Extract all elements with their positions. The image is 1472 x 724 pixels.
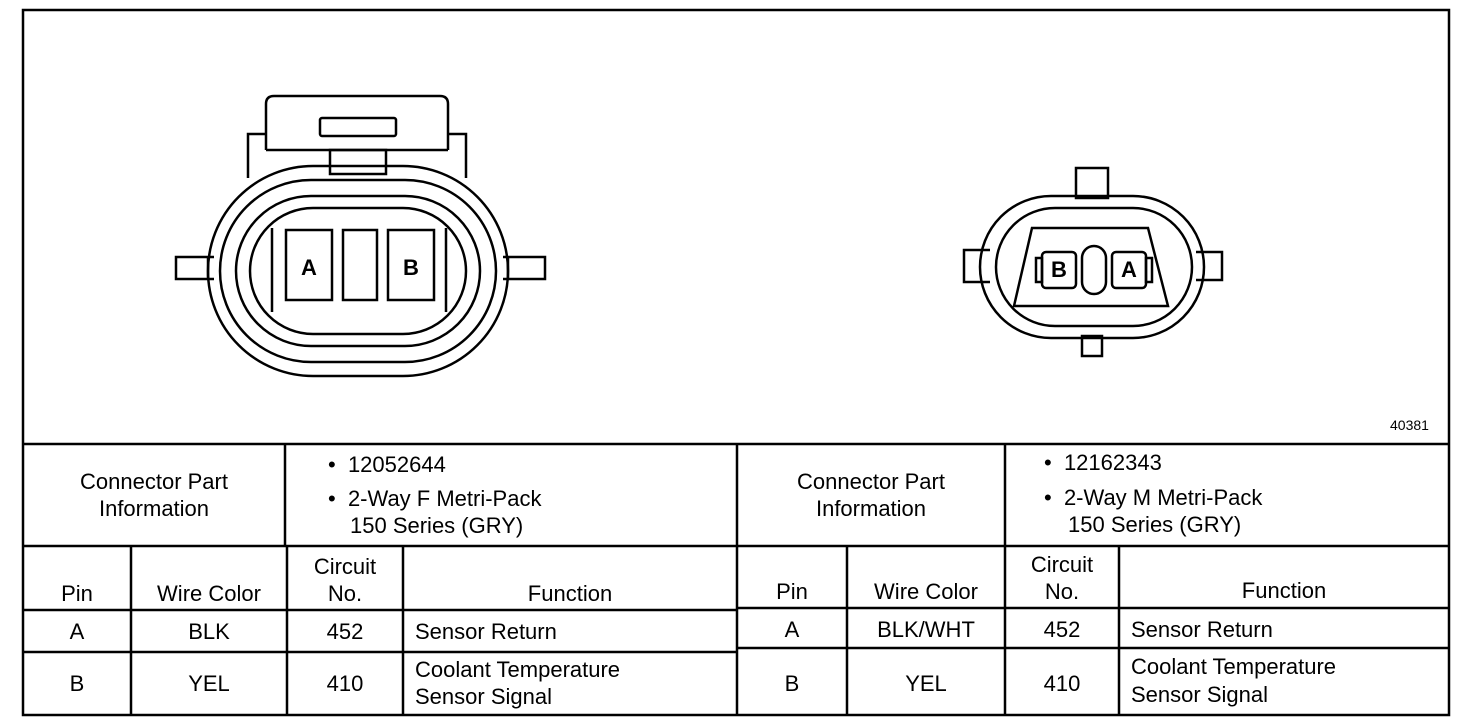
- left-connector-drawing: [174, 94, 547, 378]
- left-header-function: Function: [527, 581, 613, 606]
- left-latch-slot: [318, 116, 398, 138]
- left-ear-right: [503, 255, 547, 281]
- right-pin-label-b: B: [1051, 257, 1067, 282]
- right-row-b-function-line1: Coolant Temperature: [1131, 654, 1337, 679]
- right-part-info-label-line1: Connector Part: [797, 469, 945, 494]
- left-row-b-circuit: 410: [326, 671, 364, 696]
- left-housing-outer: [206, 164, 510, 378]
- left-description: • 2-Way F Metri-Pack: [328, 486, 542, 511]
- right-description: • 2-Way M Metri-Pack: [1044, 485, 1263, 510]
- right-header-wire-color: Wire Color: [874, 579, 978, 604]
- left-terminal-cavity-b: [386, 228, 436, 302]
- left-description-line1: 2-Way F Metri-Pack: [347, 486, 542, 511]
- left-part-info-label-line1: Connector Part: [80, 469, 228, 494]
- right-row-b-function-line2: Sensor Signal: [1131, 682, 1268, 707]
- left-pin-label-b: B: [403, 255, 419, 280]
- left-latch-tab: [328, 148, 388, 176]
- left-header-pin: Pin: [61, 581, 93, 606]
- left-row-a-circuit: 452: [326, 619, 364, 644]
- left-housing-ring-3: [234, 194, 482, 348]
- right-housing-outer: [978, 194, 1206, 340]
- left-part-info-label-line2: Information: [98, 496, 210, 521]
- left-row-a-function: Sensor Return: [415, 619, 557, 644]
- right-ear-left: [962, 248, 990, 284]
- left-row-b-function-line1: Coolant Temperature: [415, 657, 621, 682]
- left-part-number-text: 12052644: [347, 452, 446, 477]
- left-row-a-pin: A: [69, 619, 85, 644]
- left-terminal-cavity-mid: [341, 228, 379, 302]
- right-row-a-wire-color: BLK/WHT: [877, 617, 975, 642]
- left-housing-ring-2: [218, 178, 498, 364]
- right-row-b-wire-color: YEL: [905, 671, 947, 696]
- right-description-line1: 2-Way M Metri-Pack: [1063, 485, 1263, 510]
- right-row-b-pin: B: [784, 671, 800, 696]
- right-part-number-text: 12162343: [1063, 450, 1162, 475]
- left-description-line2: 150 Series (GRY): [350, 513, 524, 538]
- right-ear-right: [1196, 250, 1224, 282]
- left-ear-left: [174, 255, 214, 281]
- right-pin-label-a: A: [1121, 257, 1137, 282]
- right-row-a-pin: A: [784, 617, 800, 642]
- figure-id: 40381: [1390, 417, 1429, 433]
- left-latch-shoulders: [246, 132, 468, 178]
- right-header-circuit-line1: Circuit: [1030, 552, 1094, 577]
- left-row-b-pin: B: [69, 671, 85, 696]
- left-latch-housing: [264, 94, 450, 150]
- right-header-function: Function: [1241, 578, 1327, 603]
- left-header-circuit-line2: No.: [327, 581, 363, 606]
- right-bottom-tab: [1080, 334, 1104, 358]
- left-terminal-cavity-a: [284, 228, 334, 302]
- right-header-pin: Pin: [776, 579, 808, 604]
- right-top-tab: [1074, 166, 1110, 200]
- right-header-circuit-line2: No.: [1044, 579, 1080, 604]
- right-row-b-circuit: 410: [1043, 671, 1081, 696]
- right-part-number: • 12162343: [1044, 450, 1162, 475]
- left-row-a-wire-color: BLK: [188, 619, 230, 644]
- right-part-info-label-line2: Information: [815, 496, 927, 521]
- right-connector-drawing: [962, 166, 1224, 358]
- right-description-line2: 150 Series (GRY): [1068, 512, 1242, 537]
- right-row-a-circuit: 452: [1043, 617, 1081, 642]
- left-row-b-wire-color: YEL: [188, 671, 230, 696]
- right-inner-cavity: [1012, 226, 1170, 308]
- left-header-circuit-line1: Circuit: [313, 554, 377, 579]
- left-housing-inner: [248, 206, 468, 336]
- left-pin-label-a: A: [301, 255, 317, 280]
- left-header-wire-color: Wire Color: [157, 581, 261, 606]
- right-housing-inner: [994, 206, 1194, 328]
- left-part-number: • 12052644: [328, 452, 446, 477]
- left-row-b-function-line2: Sensor Signal: [415, 684, 552, 709]
- right-pin-shroud-mid: [1080, 244, 1108, 296]
- right-row-a-function: Sensor Return: [1131, 617, 1273, 642]
